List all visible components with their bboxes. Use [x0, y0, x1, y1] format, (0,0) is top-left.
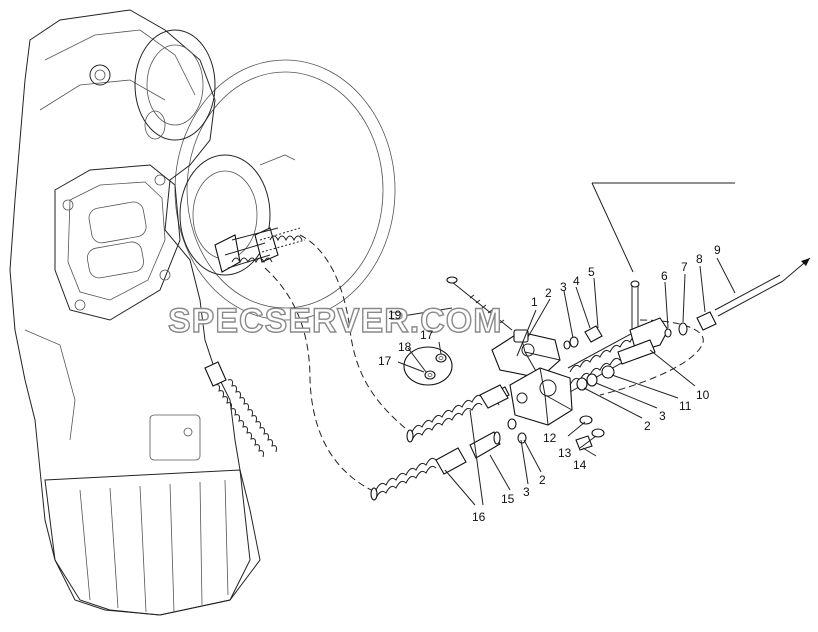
hose-routing-lines: [264, 234, 704, 493]
callout-3: 3: [560, 280, 567, 294]
callout-2: 2: [545, 286, 552, 300]
gearbox-hose-ends: [204, 227, 306, 458]
callout-15: 15: [501, 492, 515, 506]
callout-14: 14: [573, 458, 587, 472]
watermark-text: SPECSERVER.COM: [168, 302, 503, 340]
callout-5: 5: [588, 265, 595, 279]
callout-3c: 3: [523, 485, 530, 499]
callout-19: 19: [388, 308, 402, 322]
callout-7: 7: [681, 260, 688, 274]
gearbox-housing: [9, 9, 396, 616]
callout-4: 4: [573, 274, 580, 288]
callout-17b: 17: [378, 354, 392, 368]
callout-11: 11: [679, 399, 692, 413]
leader-lines: [402, 257, 736, 506]
hoses-16: [370, 384, 509, 501]
callout-8: 8: [696, 252, 703, 266]
callout-9: 9: [714, 243, 721, 257]
valve-assembly: [446, 182, 811, 451]
callout-12: 12: [543, 431, 557, 445]
callout-1: 1: [531, 295, 538, 309]
callout-10: 10: [696, 388, 710, 402]
seal-detail-inset: [397, 341, 453, 386]
callout-17a: 17: [420, 328, 434, 342]
callout-13: 13: [558, 446, 572, 460]
callout-labels: 1 2 3 4 5 6 7 8 9 10 11 2 3 12 13 14 3 2…: [378, 243, 721, 524]
callout-3b: 3: [659, 409, 666, 423]
callout-6: 6: [661, 269, 668, 283]
callout-2b: 2: [644, 419, 651, 433]
callout-2c: 2: [539, 473, 546, 487]
callout-16: 16: [472, 510, 486, 524]
callout-18: 18: [398, 340, 412, 354]
